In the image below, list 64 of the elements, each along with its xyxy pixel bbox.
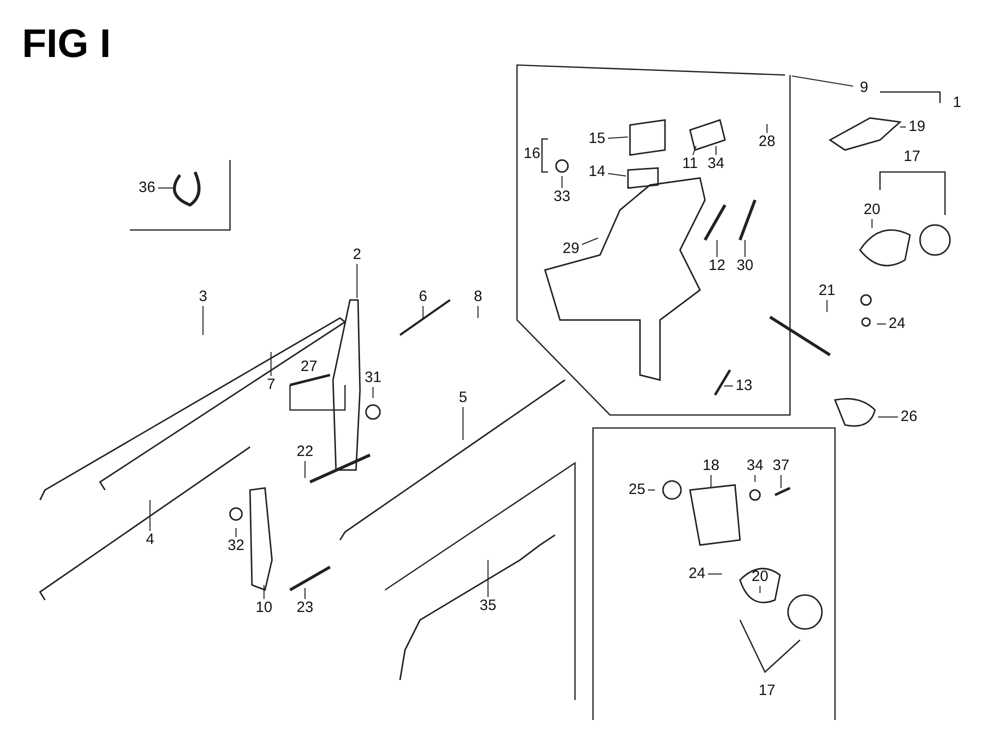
leader-line [900, 126, 906, 128]
callout-number: 16 [524, 146, 540, 162]
leader-line [356, 264, 358, 298]
leader-line [422, 306, 424, 318]
callout-number: 3 [198, 289, 208, 305]
leader-line [372, 386, 374, 398]
callout-number: 25 [628, 482, 646, 498]
leader-line [304, 588, 306, 600]
callout-number: 27 [300, 359, 318, 375]
callout-number: 19 [908, 119, 926, 135]
leader-line [582, 238, 598, 246]
callout-number: 13 [736, 378, 752, 394]
leader-line [462, 406, 464, 440]
leader-line [710, 474, 712, 488]
callout-number: 1 [952, 95, 962, 111]
leader-line [270, 352, 272, 376]
callout-number: 35 [480, 598, 496, 614]
callout-number: 8 [474, 289, 482, 305]
callout-number: 14 [588, 164, 606, 180]
callout-number: 4 [146, 532, 154, 548]
callout-number: 23 [296, 600, 314, 616]
callout-number: 7 [266, 377, 276, 393]
leader-line [878, 416, 898, 418]
callout-number: 30 [736, 258, 754, 274]
callout-number: 10 [256, 600, 272, 616]
callout-number: 5 [458, 390, 468, 406]
callout-number: 20 [752, 569, 768, 585]
callout-number: 29 [562, 241, 580, 257]
callout-number: 28 [758, 134, 776, 150]
callout-number: 21 [818, 283, 836, 299]
leader-line [792, 76, 854, 87]
callout-number: 6 [418, 289, 428, 305]
callout-number: 11 [682, 156, 698, 172]
callout-number: 34 [746, 458, 764, 474]
callout-number: 32 [228, 538, 244, 554]
callout-number: 2 [352, 247, 362, 263]
leader-line [716, 240, 718, 258]
callout-number: 31 [364, 370, 382, 386]
callout-number: 37 [772, 458, 790, 474]
leader-line [608, 173, 626, 176]
callout-number: 24 [888, 316, 906, 332]
callout-number: 12 [708, 258, 726, 274]
callout-number: 20 [864, 202, 880, 218]
callout-number: 22 [296, 444, 314, 460]
callout-number: 17 [904, 149, 920, 165]
leader-line [692, 146, 696, 156]
leader-line [754, 474, 756, 482]
callout-number: 17 [758, 683, 776, 699]
callout-number: 18 [702, 458, 720, 474]
figure-title: FIG I [22, 22, 111, 66]
leader-line [304, 460, 306, 478]
callout-number: 9 [860, 80, 868, 96]
leader-line [608, 136, 628, 139]
callout-number: 34 [708, 156, 724, 172]
leader-line [766, 124, 768, 134]
callout-number: 33 [554, 189, 570, 205]
leader-line [826, 300, 828, 312]
callout-number: 26 [900, 409, 918, 425]
leader-line [202, 306, 204, 336]
callout-number: 24 [688, 566, 706, 582]
callout-number: 15 [588, 131, 606, 147]
callout-number: 36 [138, 180, 156, 196]
leader-line [744, 240, 746, 258]
leader-line [780, 474, 782, 488]
